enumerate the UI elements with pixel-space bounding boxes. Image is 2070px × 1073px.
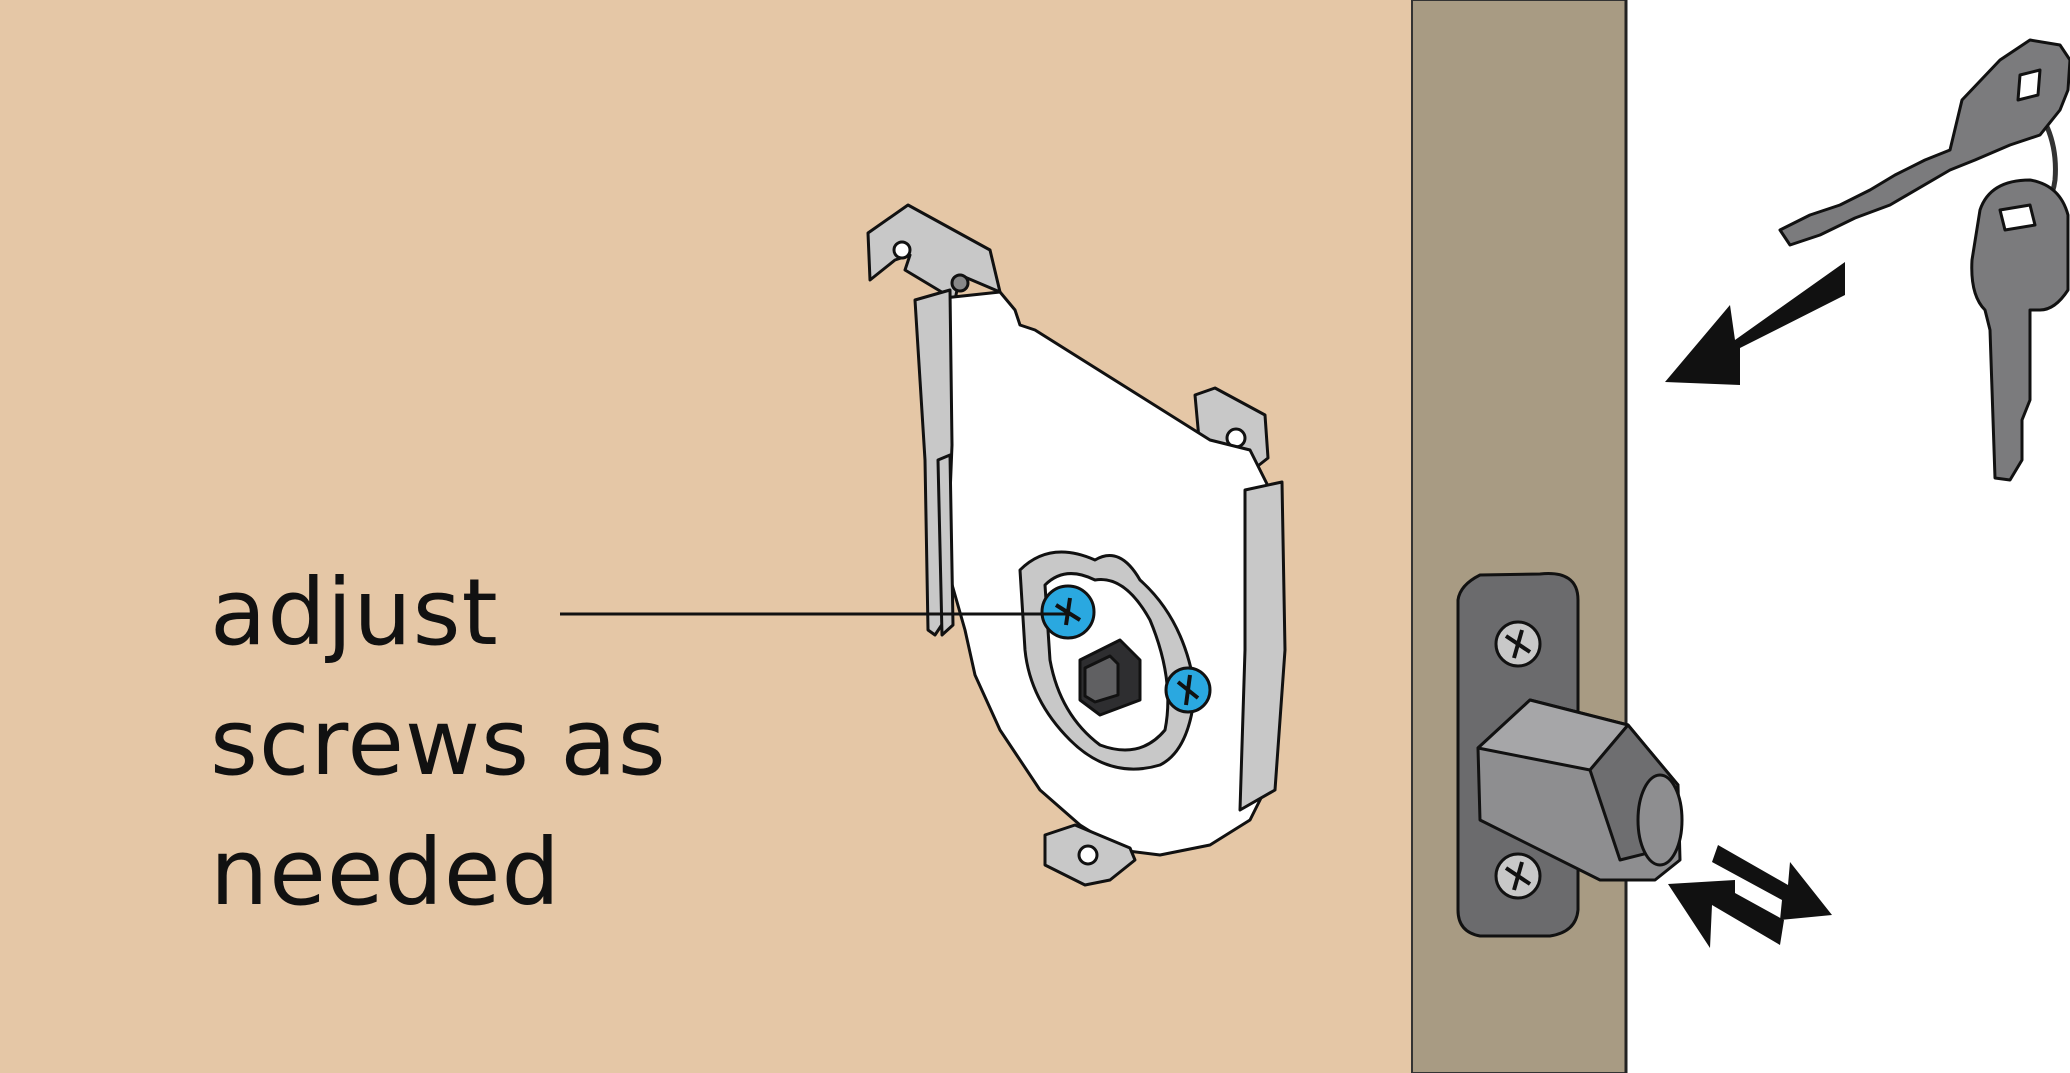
callout-line-2: screws as	[210, 678, 667, 808]
callout-line-3: needed	[210, 808, 667, 938]
callout-text: adjust screws as needed	[210, 548, 667, 938]
callout-line-1: adjust	[210, 548, 667, 678]
